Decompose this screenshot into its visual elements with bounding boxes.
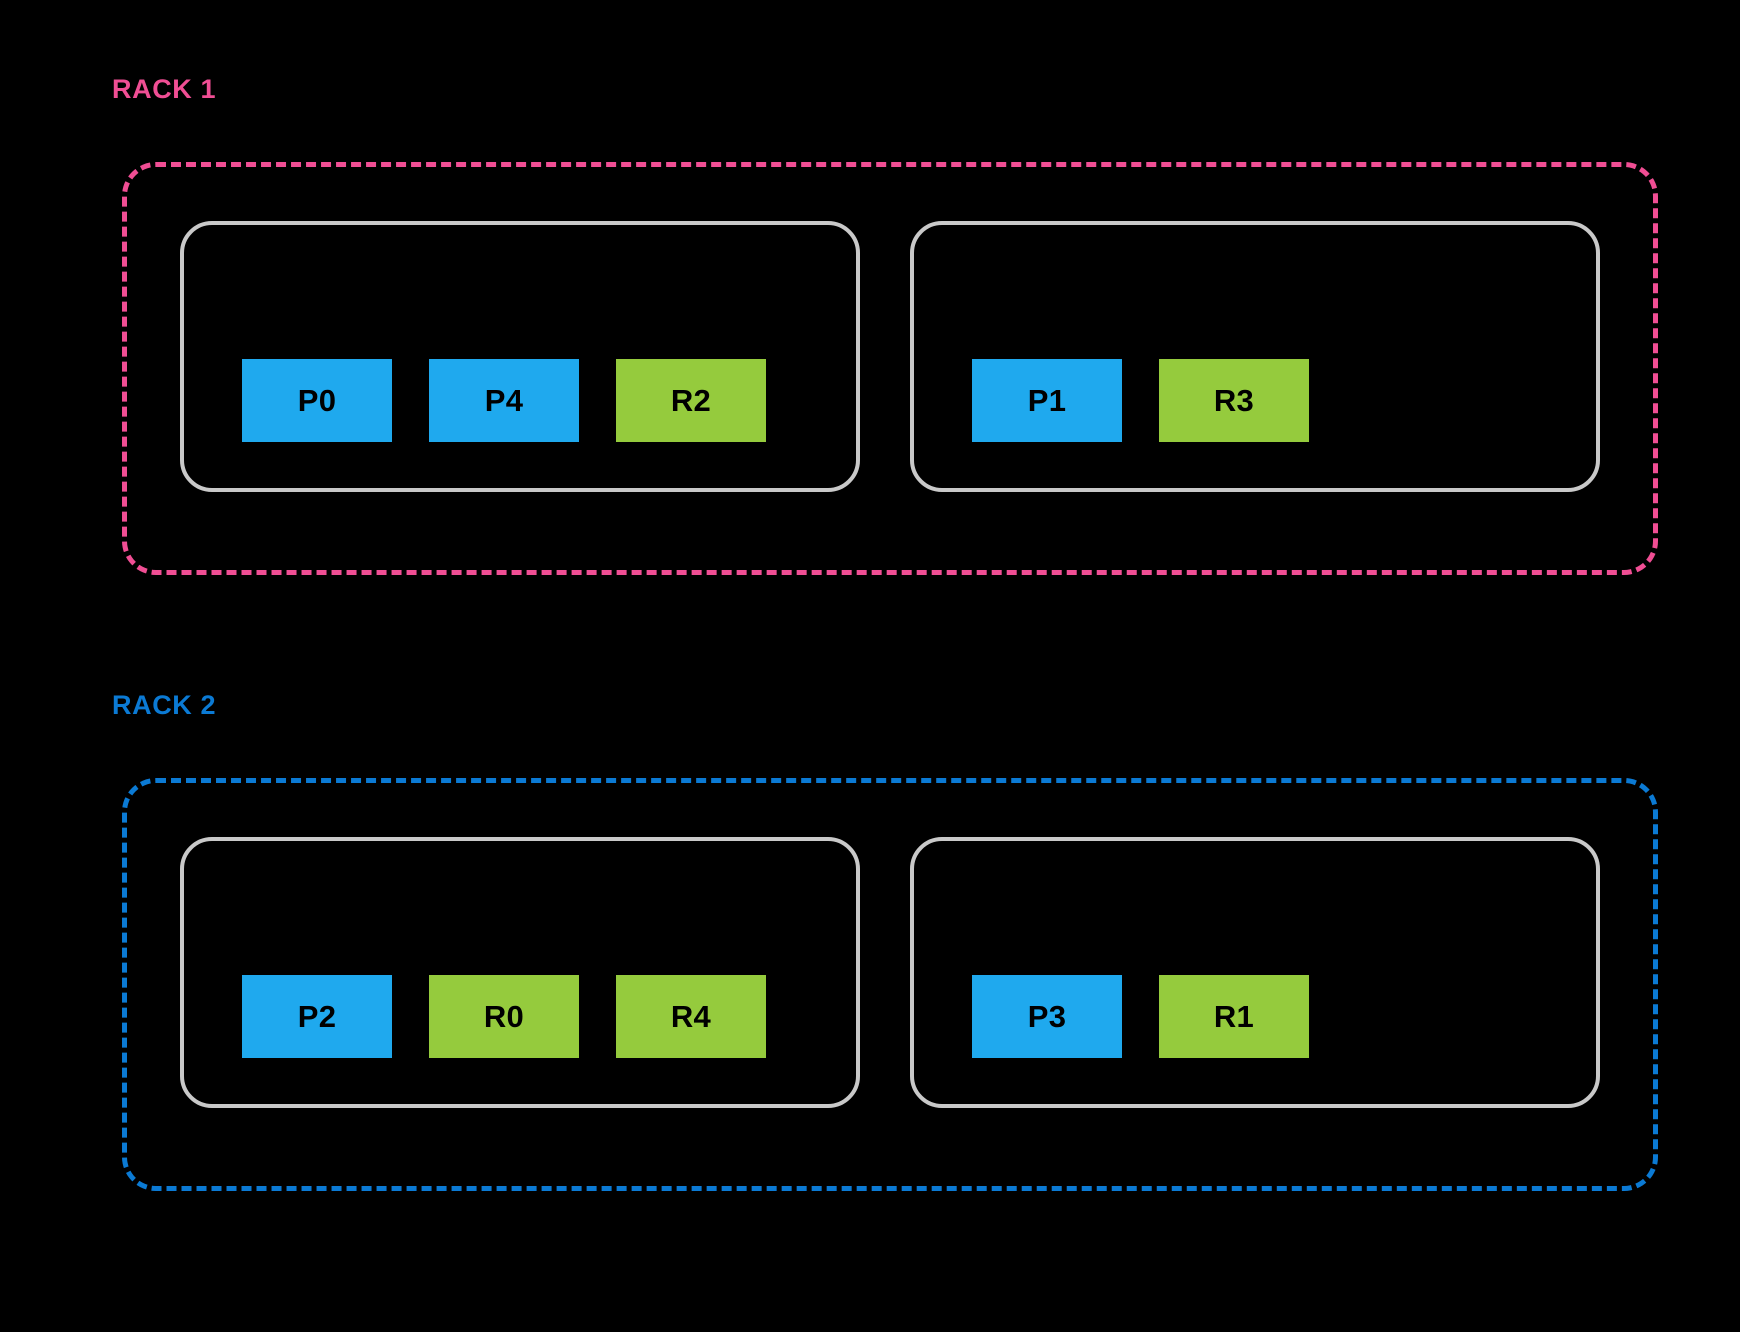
node-chip-row-2a: P2 R0 R4: [184, 975, 856, 1058]
node-chip-row-1a: P0 P4 R2: [184, 359, 856, 442]
chip-r0[interactable]: R0: [429, 975, 579, 1058]
node-box-2b: P3 R1: [910, 837, 1600, 1108]
rack-boundary-1: [122, 162, 1658, 575]
chip-r4[interactable]: R4: [616, 975, 766, 1058]
chip-p0[interactable]: P0: [242, 359, 392, 442]
chip-p1[interactable]: P1: [972, 359, 1122, 442]
chip-p3[interactable]: P3: [972, 975, 1122, 1058]
chip-p2[interactable]: P2: [242, 975, 392, 1058]
node-box-1a: P0 P4 R2: [180, 221, 860, 492]
rack-label-2: RACK 2: [112, 690, 217, 720]
chip-r3[interactable]: R3: [1159, 359, 1309, 442]
chip-r1[interactable]: R1: [1159, 975, 1309, 1058]
node-box-2a: P2 R0 R4: [180, 837, 860, 1108]
chip-p4[interactable]: P4: [429, 359, 579, 442]
node-chip-row-1b: P1 R3: [914, 359, 1596, 442]
node-chip-row-2b: P3 R1: [914, 975, 1596, 1058]
node-box-1b: P1 R3: [910, 221, 1600, 492]
chip-r2[interactable]: R2: [616, 359, 766, 442]
rack-boundary-2: [122, 778, 1658, 1191]
rack-label-1: RACK 1: [112, 74, 217, 104]
